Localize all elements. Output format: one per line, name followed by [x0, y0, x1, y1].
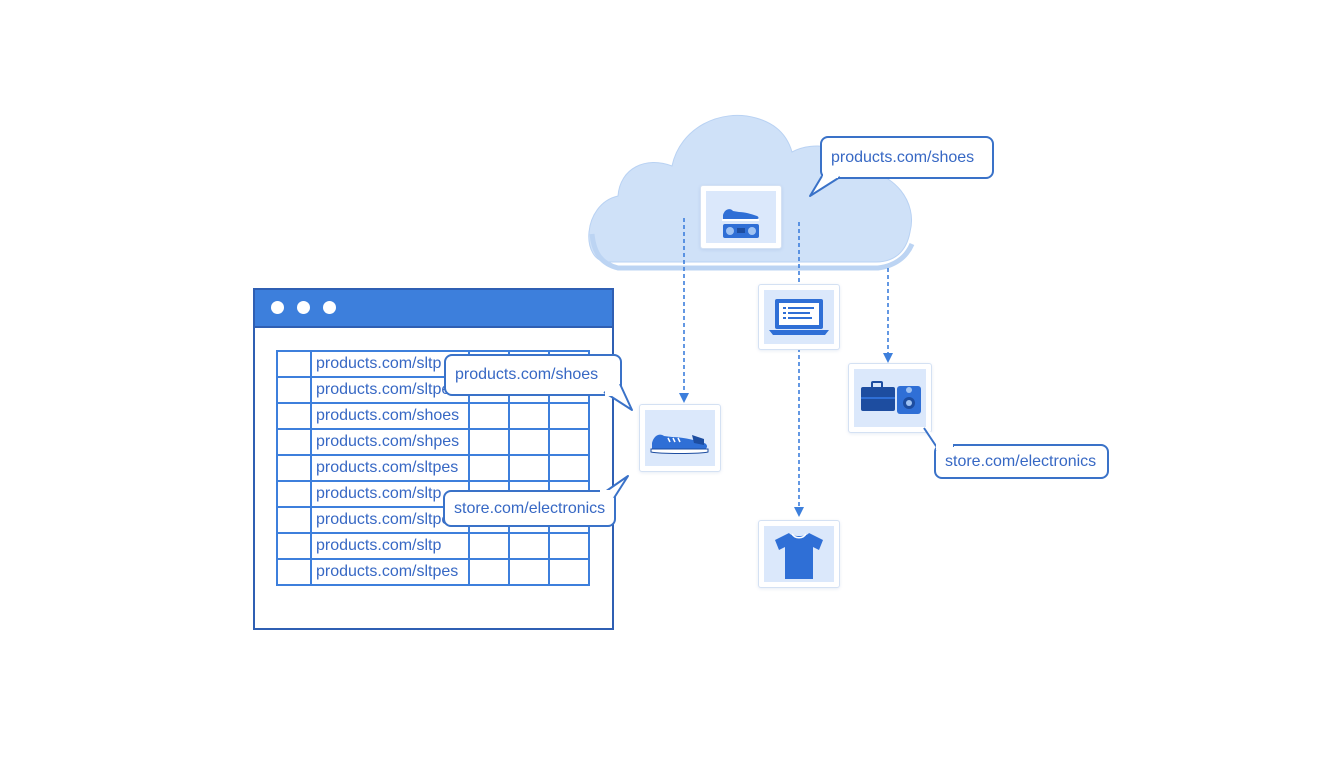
shirt-tile: [758, 520, 840, 588]
row-header-cell[interactable]: [276, 402, 312, 430]
window-titlebar: [255, 290, 612, 328]
row-header-cell[interactable]: [276, 480, 312, 508]
empty-cell[interactable]: [548, 532, 590, 560]
right-bubble-tail: [923, 427, 954, 450]
url-cell[interactable]: products.com/shoes: [310, 402, 470, 430]
url-cell[interactable]: products.com/sltp: [310, 532, 470, 560]
cloud-bubble-tail: [809, 173, 841, 197]
empty-cell[interactable]: [508, 402, 550, 430]
cloud-product-tile: [700, 185, 782, 249]
sheet-top-bubble-tail: [603, 382, 633, 411]
row-header-cell[interactable]: [276, 506, 312, 534]
right-url-text: store.com/electronics: [945, 452, 1097, 470]
row-header-cell[interactable]: [276, 454, 312, 482]
window-dot-3[interactable]: [323, 301, 336, 314]
cloud-url-bubble: products.com/shoes: [820, 136, 994, 179]
empty-cell[interactable]: [508, 558, 550, 586]
camera-icon: [897, 386, 921, 414]
empty-cell[interactable]: [548, 558, 590, 586]
url-cell[interactable]: products.com/sltp: [310, 350, 470, 378]
empty-cell[interactable]: [548, 454, 590, 482]
empty-cell[interactable]: [508, 454, 550, 482]
laptop-tile: [758, 284, 840, 350]
empty-cell[interactable]: [548, 402, 590, 430]
empty-cell[interactable]: [468, 428, 510, 456]
empty-cell[interactable]: [508, 532, 550, 560]
window-dot-2[interactable]: [297, 301, 310, 314]
briefcase-icon: [861, 381, 895, 411]
right-url-bubble: store.com/electronics: [934, 444, 1109, 479]
empty-cell[interactable]: [468, 532, 510, 560]
empty-cell[interactable]: [468, 558, 510, 586]
row-header-cell[interactable]: [276, 376, 312, 404]
sheet-bottom-bubble-tail: [600, 475, 629, 502]
shoe-tile: [639, 404, 721, 472]
row-header-cell[interactable]: [276, 532, 312, 560]
table-row: products.com/sltpes: [276, 558, 590, 586]
sheet-top-text: products.com/shoes: [455, 366, 599, 383]
boombox-icon: [723, 224, 759, 238]
empty-cell[interactable]: [468, 402, 510, 430]
sneaker-icon: [650, 434, 709, 454]
empty-cell[interactable]: [548, 428, 590, 456]
laptop-icon: [769, 299, 829, 335]
table-row: products.com/sltpes: [276, 454, 590, 482]
table-row: products.com/shpes: [276, 428, 590, 456]
cloud-url-text: products.com/shoes: [831, 148, 975, 166]
row-header-cell[interactable]: [276, 350, 312, 378]
url-cell[interactable]: products.com/sltpes: [310, 558, 470, 586]
sneaker-icon: [722, 209, 759, 221]
window-dot-1[interactable]: [271, 301, 284, 314]
sheet-top-bubble: products.com/shoes: [444, 354, 622, 396]
url-cell[interactable]: products.com/sltpes: [310, 376, 470, 404]
url-cell[interactable]: products.com/shpes: [310, 428, 470, 456]
empty-cell[interactable]: [508, 428, 550, 456]
tshirt-icon: [775, 533, 823, 579]
empty-cell[interactable]: [468, 454, 510, 482]
bags-tile: [848, 363, 932, 433]
row-header-cell[interactable]: [276, 558, 312, 586]
url-cell[interactable]: products.com/sltpes: [310, 454, 470, 482]
sheet-bottom-bubble: store.com/electronics: [443, 490, 616, 527]
sheet-bottom-text: store.com/electronics: [454, 499, 606, 517]
table-row: products.com/sltp: [276, 532, 590, 560]
row-header-cell[interactable]: [276, 428, 312, 456]
table-row: products.com/shoes: [276, 402, 590, 430]
